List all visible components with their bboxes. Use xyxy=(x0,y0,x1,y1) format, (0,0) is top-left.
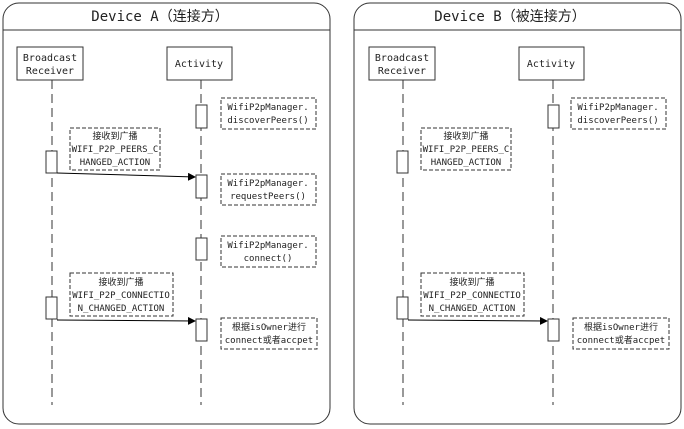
activation-box xyxy=(547,104,560,129)
svg-text:HANGED_ACTION: HANGED_ACTION xyxy=(431,158,501,168)
svg-text:connect(): connect() xyxy=(244,254,293,264)
activation-box xyxy=(195,318,208,342)
device-a-panel: Device A（连接方） Broadcast Receiver Activit… xyxy=(2,2,331,425)
connection-changed-arrow xyxy=(407,316,548,325)
note-peers-changed-broadcast: 接收到广播 WIFI_P2P_PEERS_C HANGED_ACTION xyxy=(69,127,161,171)
activity-label: Activity xyxy=(527,59,575,70)
svg-text:N_CHANGED_ACTION: N_CHANGED_ACTION xyxy=(78,304,165,314)
device-b-receiver-header: Broadcast Receiver xyxy=(368,46,436,81)
note-peers-changed-broadcast: 接收到广播 WIFI_P2P_PEERS_C HANGED_ACTION xyxy=(420,127,512,171)
activity-label: Activity xyxy=(175,59,223,70)
activation-box xyxy=(396,150,409,174)
svg-text:WifiP2pManager.: WifiP2pManager. xyxy=(227,179,308,189)
svg-text:接收到广播: 接收到广播 xyxy=(443,130,488,142)
note-connection-changed-broadcast: 接收到广播 WIFI_P2P_CONNECTIO N_CHANGED_ACTIO… xyxy=(420,272,525,317)
svg-text:WIFI_P2P_CONNECTIO: WIFI_P2P_CONNECTIO xyxy=(423,291,521,301)
device-a-activity-header: Activity xyxy=(166,46,233,81)
svg-text:接收到广播: 接收到广播 xyxy=(449,276,494,288)
receiver-label-line1: Broadcast xyxy=(23,53,77,64)
device-b-activity-header: Activity xyxy=(518,46,585,81)
device-a-title: Device A（连接方） xyxy=(91,8,228,25)
activation-box xyxy=(195,237,208,261)
device-b-panel: Device B（被连接方） Broadcast Receiver Activi… xyxy=(353,2,682,425)
note-request-peers: WifiP2pManager. requestPeers() xyxy=(220,173,317,206)
note-connect: WifiP2pManager. connect() xyxy=(220,235,317,268)
svg-text:connect或者accpet: connect或者accpet xyxy=(225,334,313,346)
peers-changed-arrow xyxy=(56,172,196,181)
activation-box xyxy=(45,150,58,174)
note-discover-peers: WifiP2pManager. discoverPeers() xyxy=(220,97,317,130)
connection-changed-arrow xyxy=(56,316,196,325)
activation-box xyxy=(195,174,208,199)
svg-text:WIFI_P2P_PEERS_C: WIFI_P2P_PEERS_C xyxy=(423,145,510,155)
svg-text:WIFI_P2P_PEERS_C: WIFI_P2P_PEERS_C xyxy=(72,145,159,155)
device-b-title: Device B（被连接方） xyxy=(434,8,585,25)
receiver-label-line2: Receiver xyxy=(26,66,74,77)
svg-text:WIFI_P2P_CONNECTIO: WIFI_P2P_CONNECTIO xyxy=(72,291,170,301)
note-connect-or-accept: 根据isOwner进行 connect或者accpet xyxy=(220,317,318,350)
activation-box xyxy=(396,296,409,320)
svg-text:N_CHANGED_ACTION: N_CHANGED_ACTION xyxy=(429,304,516,314)
note-discover-peers: WifiP2pManager. discoverPeers() xyxy=(570,97,667,130)
svg-text:根据isOwner进行: 根据isOwner进行 xyxy=(232,321,306,333)
activation-box xyxy=(195,104,208,129)
svg-text:discoverPeers(): discoverPeers() xyxy=(577,116,658,126)
svg-text:根据isOwner进行: 根据isOwner进行 xyxy=(584,321,658,333)
svg-text:requestPeers(): requestPeers() xyxy=(230,192,306,202)
note-connection-changed-broadcast: 接收到广播 WIFI_P2P_CONNECTIO N_CHANGED_ACTIO… xyxy=(69,272,174,317)
note-connect-or-accept: 根据isOwner进行 connect或者accpet xyxy=(572,317,670,350)
svg-text:WifiP2pManager.: WifiP2pManager. xyxy=(577,103,658,113)
svg-text:connect或者accpet: connect或者accpet xyxy=(577,334,665,346)
svg-text:接收到广播: 接收到广播 xyxy=(92,130,137,142)
activation-box xyxy=(547,318,560,342)
svg-text:discoverPeers(): discoverPeers() xyxy=(227,116,308,126)
activation-box xyxy=(45,296,58,320)
svg-text:WifiP2pManager.: WifiP2pManager. xyxy=(227,103,308,113)
svg-text:HANGED_ACTION: HANGED_ACTION xyxy=(80,158,150,168)
svg-text:WifiP2pManager.: WifiP2pManager. xyxy=(227,241,308,251)
device-a-receiver-header: Broadcast Receiver xyxy=(16,46,84,81)
svg-text:接收到广播: 接收到广播 xyxy=(98,276,143,288)
receiver-label-line1: Broadcast xyxy=(375,53,429,64)
receiver-label-line2: Receiver xyxy=(378,66,426,77)
